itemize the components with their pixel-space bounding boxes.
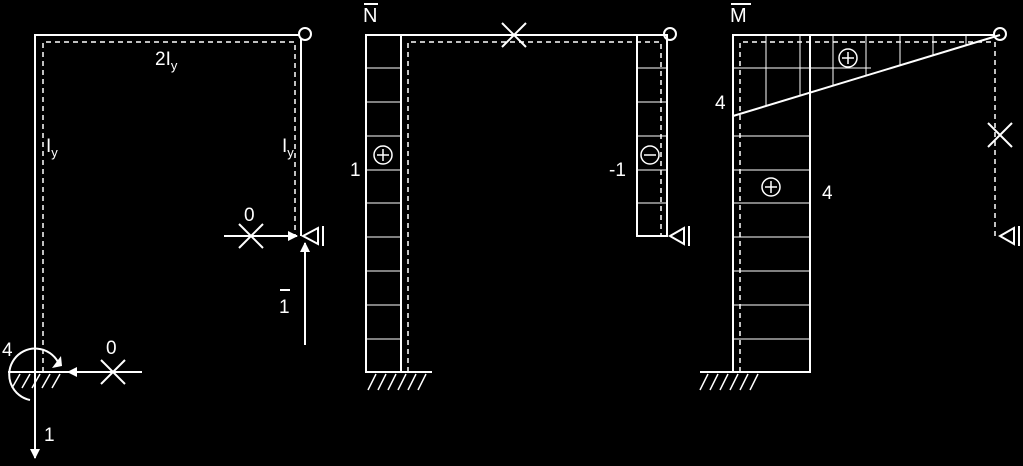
roller-horizontal-reaction: 0: [224, 205, 298, 249]
plus-sign-icon: [761, 177, 781, 197]
frame-left-hinge: [298, 27, 312, 41]
left-column-stiffness-label: Iy: [46, 136, 58, 160]
normal-force-diagram: N 1: [350, 3, 690, 391]
beam-stiffness-label: 2Iy: [155, 49, 178, 73]
m-beam-value: 4: [715, 93, 726, 114]
n-frame-outline: [400, 34, 667, 372]
plus-sign-icon: [838, 48, 858, 68]
n-beam-zero-mark: [501, 22, 527, 48]
base-horizontal-reaction: 0: [67, 338, 126, 385]
m-frame-outline: [732, 34, 1000, 372]
unit-load-arrow: 1: [279, 242, 310, 345]
n-left-value: 1: [350, 160, 361, 181]
n-right-column-block: [636, 34, 668, 237]
m-column-area: [733, 35, 811, 373]
base-horizontal-value: 0: [106, 338, 117, 359]
n-fixed-support-icon: [366, 371, 432, 391]
m-frame-hinge: [993, 27, 1007, 41]
bending-moment-diagram: M 4: [699, 3, 1020, 391]
unit-load-label: 1: [279, 297, 290, 318]
minus-sign-icon: [640, 145, 660, 165]
roller-reaction-value: 0: [244, 205, 255, 226]
frame-left-dashed-fiber: [42, 41, 296, 372]
frame-left-outline: [34, 34, 302, 372]
base-vertical-reaction: 1: [30, 372, 55, 459]
base-moment-arrow: 4: [2, 340, 62, 401]
base-vertical-value: 1: [44, 425, 55, 446]
plus-sign-icon: [373, 145, 393, 165]
m-roller-support-icon: [997, 226, 1020, 246]
n-roller-support-icon: [667, 226, 690, 246]
m-column-value: 4: [822, 183, 833, 204]
m-diagram-title: M: [730, 5, 747, 27]
m-column-zero-mark: [987, 122, 1013, 148]
n-diagram-title: N: [363, 5, 377, 27]
n-frame-dashed-fiber: [407, 41, 662, 372]
n-right-value: -1: [609, 160, 626, 181]
frame-left: 2Iy Iy Iy 0 1: [2, 27, 324, 459]
m-frame-dashed-fiber: [739, 41, 996, 372]
n-left-column-block: [365, 34, 402, 373]
m-beam-area: [732, 34, 1001, 117]
base-moment-value: 4: [2, 340, 13, 361]
roller-support-icon: [300, 226, 324, 246]
m-fixed-support-icon: [699, 371, 766, 391]
right-column-stiffness-label: Iy: [282, 136, 294, 160]
